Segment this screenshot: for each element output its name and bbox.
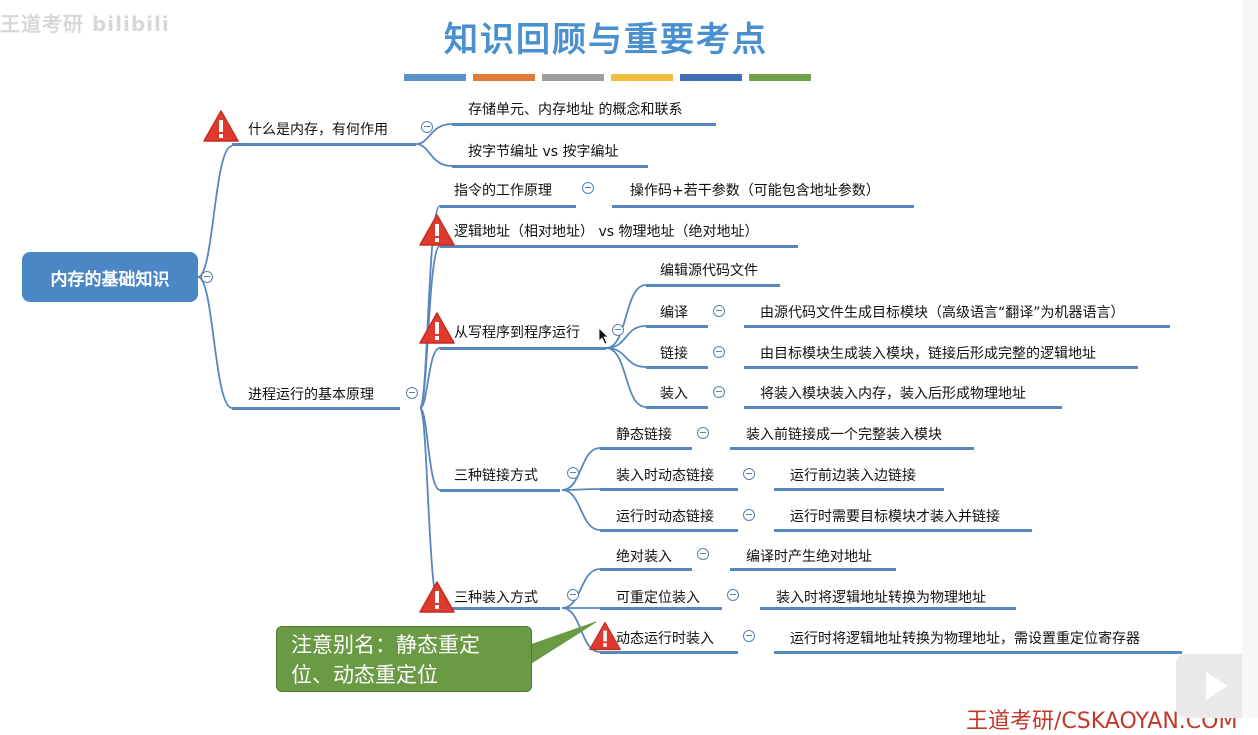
collapse-toggle-absolute-load[interactable] — [697, 548, 709, 560]
node-compile[interactable]: 编译 — [660, 305, 688, 321]
underline — [774, 651, 1182, 654]
underline — [646, 325, 708, 328]
underline — [452, 123, 716, 126]
warning-icon — [589, 621, 621, 651]
underline — [730, 447, 974, 450]
underline — [730, 568, 896, 571]
node-load[interactable]: 装入 — [660, 386, 688, 402]
color-bar — [680, 74, 742, 81]
underline — [440, 489, 560, 492]
node-absolute-load[interactable]: 绝对装入 — [616, 549, 672, 565]
note-callout: 注意别名：静态重定位、动态重定位 — [276, 626, 532, 692]
underline — [646, 406, 708, 409]
node-run-dynamic-link[interactable]: 运行时动态链接 — [616, 509, 714, 525]
node-process-basic[interactable]: 进程运行的基本原理 — [248, 387, 374, 403]
node-logical-physical[interactable]: 逻辑地址（相对地址） vs 物理地址（绝对地址） — [454, 224, 759, 240]
node-compile-desc[interactable]: 由源代码文件生成目标模块（高级语言“翻译”为机器语言） — [760, 305, 1125, 321]
collapse-toggle-compile[interactable] — [713, 305, 725, 317]
warning-icon — [419, 214, 455, 246]
node-instruction[interactable]: 指令的工作原理 — [454, 183, 552, 199]
collapse-toggle-three-link[interactable] — [567, 467, 579, 479]
collapse-toggle-root[interactable] — [201, 271, 213, 283]
collapse-toggle-process-basic[interactable] — [406, 387, 418, 399]
node-link-desc[interactable]: 由目标模块生成装入模块，链接后形成完整的逻辑地址 — [760, 346, 1096, 362]
underline — [440, 607, 560, 610]
collapse-toggle-load[interactable] — [713, 386, 725, 398]
warning-icon — [419, 581, 455, 613]
collapse-toggle-run-dynamic-link[interactable] — [743, 509, 755, 521]
color-bar — [749, 74, 811, 81]
underline — [600, 651, 738, 654]
underline — [232, 407, 400, 410]
node-relocatable-load[interactable]: 可重定位装入 — [616, 590, 700, 606]
node-what-memory[interactable]: 什么是内存，有何作用 — [248, 122, 388, 138]
collapse-toggle-dynamic-run-load[interactable] — [743, 630, 755, 642]
node-storage-unit[interactable]: 存储单元、内存地址 的概念和联系 — [468, 102, 683, 118]
play-button[interactable] — [1176, 654, 1254, 718]
node-dynamic-run-load-desc[interactable]: 运行时将逻辑地址转换为物理地址，需设置重定位寄存器 — [790, 631, 1140, 647]
page-title: 知识回顾与重要考点 — [444, 20, 768, 60]
node-opcode[interactable]: 操作码+若干参数（可能包含地址参数） — [630, 183, 880, 199]
collapse-toggle-static-link[interactable] — [697, 427, 709, 439]
root-node[interactable]: 内存的基础知识 — [22, 252, 198, 302]
underline — [774, 488, 944, 491]
underline — [452, 165, 648, 168]
node-relocatable-load-desc[interactable]: 装入时将逻辑地址转换为物理地址 — [776, 590, 986, 606]
color-bar — [611, 74, 673, 81]
underline — [646, 366, 708, 369]
watermark: 王道考研 bilibili — [0, 12, 170, 36]
node-three-link[interactable]: 三种链接方式 — [454, 468, 538, 484]
underline — [600, 529, 738, 532]
color-bar — [473, 74, 535, 81]
node-absolute-load-desc[interactable]: 编译时产生绝对地址 — [746, 549, 872, 565]
side-scrollbar[interactable] — [1242, 0, 1258, 718]
node-load-dynamic-link-desc[interactable]: 运行前边装入边链接 — [790, 468, 916, 484]
color-bar — [542, 74, 604, 81]
collapse-toggle-instruction[interactable] — [582, 182, 594, 194]
underline — [600, 447, 692, 450]
node-load-dynamic-link[interactable]: 装入时动态链接 — [616, 468, 714, 484]
node-edit-source[interactable]: 编辑源代码文件 — [660, 263, 758, 279]
underline — [232, 143, 416, 146]
mouse-cursor-icon — [598, 327, 609, 345]
underline — [760, 607, 1016, 610]
underline — [744, 325, 1170, 328]
collapse-toggle-load-dynamic-link[interactable] — [743, 468, 755, 480]
node-run-dynamic-link-desc[interactable]: 运行时需要目标模块才装入并链接 — [790, 509, 1000, 525]
node-static-link-desc[interactable]: 装入前链接成一个完整装入模块 — [746, 427, 942, 443]
collapse-toggle-write-to-run[interactable] — [612, 324, 624, 336]
color-bar — [404, 74, 466, 81]
node-link[interactable]: 链接 — [660, 346, 688, 362]
underline — [440, 347, 606, 350]
underline — [600, 488, 738, 491]
node-dynamic-run-load[interactable]: 动态运行时装入 — [616, 631, 714, 647]
underline — [600, 607, 722, 610]
underline — [744, 366, 1138, 369]
underline — [744, 406, 1062, 409]
node-write-to-run[interactable]: 从写程序到程序运行 — [454, 325, 580, 341]
node-three-load[interactable]: 三种装入方式 — [454, 590, 538, 606]
collapse-toggle-relocatable-load[interactable] — [727, 589, 739, 601]
node-byte-word[interactable]: 按字节编址 vs 按字编址 — [468, 144, 619, 160]
collapse-toggle-link[interactable] — [713, 346, 725, 358]
collapse-toggle-what-memory[interactable] — [421, 121, 433, 133]
underline — [440, 205, 576, 208]
underline — [440, 245, 798, 248]
node-load-desc[interactable]: 将装入模块装入内存，装入后形成物理地址 — [760, 386, 1026, 402]
underline — [600, 568, 692, 571]
node-static-link[interactable]: 静态链接 — [616, 427, 672, 443]
underline — [774, 529, 1032, 532]
collapse-toggle-three-load[interactable] — [567, 589, 579, 601]
underline — [646, 284, 780, 287]
warning-icon — [419, 312, 455, 344]
underline — [612, 205, 914, 208]
warning-icon — [203, 110, 239, 142]
